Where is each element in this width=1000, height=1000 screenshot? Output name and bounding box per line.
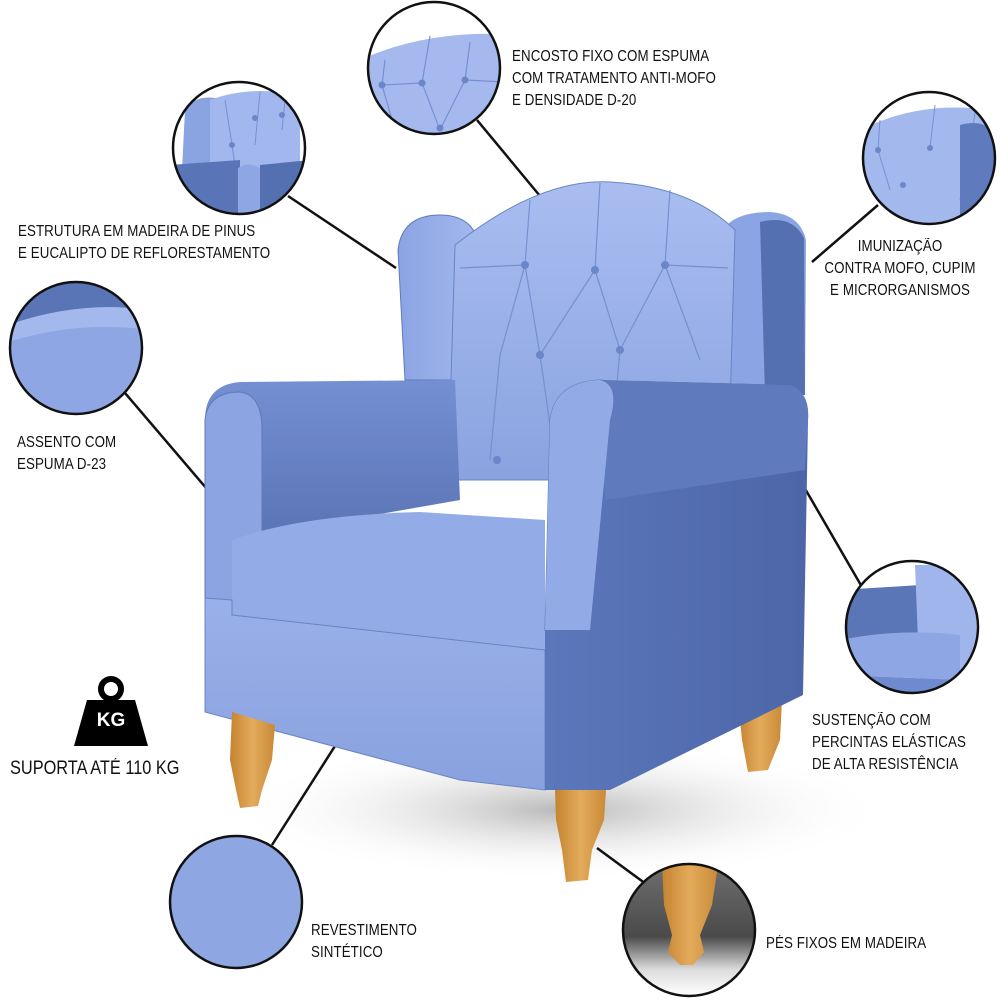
arm-left — [205, 380, 460, 600]
detail-circle-seat — [8, 280, 144, 416]
callout-seat: ASSENTO COM ESPUMA D-23 — [17, 434, 117, 473]
callout-immunization: IMUNIZAÇÃO CONTRA MOFO, CUPIM E MICRORGA… — [824, 238, 976, 299]
leg-front-right — [555, 790, 606, 882]
callout-structure: ESTRUTURA EM MADEIRA DE PINUS E EUCALIPT… — [18, 223, 271, 262]
armchair — [204, 181, 809, 882]
seat-cushion — [232, 512, 545, 650]
callout-legs: PÉS FIXOS EM MADEIRA — [766, 935, 927, 952]
arm-right-roll — [545, 380, 614, 630]
detail-circle-legs — [621, 862, 757, 998]
kettlebell-weight-icon — [74, 676, 148, 746]
weight-capacity-label: SUPORTA ATÉ 110 KG — [10, 758, 180, 779]
callout-coating: REVESTIMENTO SINTÉTICO — [311, 922, 417, 961]
callout-support: SUSTENÇÃO COM PERCINTAS ELÁSTICAS DE ALT… — [812, 712, 966, 773]
tuft-buttons — [493, 261, 669, 464]
leg-front-left — [230, 712, 275, 808]
arm-right-top — [600, 380, 809, 500]
detail-circle-backrest — [366, 0, 502, 136]
detail-circle-immunization — [861, 90, 997, 226]
callout-backrest: ENCOSTO FIXO COM ESPUMA COM TRATAMENTO A… — [512, 48, 716, 109]
wing-right-side — [760, 220, 805, 395]
detail-circle-coating — [168, 834, 304, 970]
detail-circle-support — [844, 559, 980, 695]
weight-icon-label: KG — [96, 710, 126, 731]
detail-circle-structure — [171, 80, 307, 216]
